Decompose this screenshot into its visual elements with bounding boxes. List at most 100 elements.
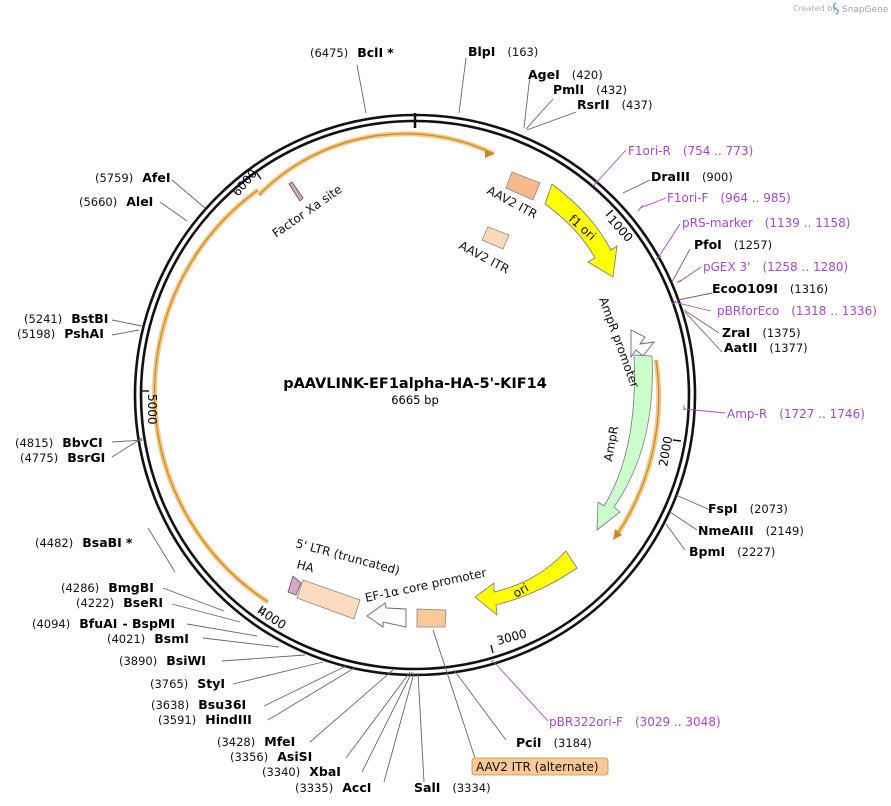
site-pos-bsu36i: (3638) (151, 698, 189, 712)
primer-markers (490, 149, 726, 722)
feature-aav2-itr[interactable] (505, 171, 541, 201)
site-pos-bfuai: (4094) (32, 617, 70, 631)
site-pos-rsrii: (437) (622, 98, 653, 112)
site-name-bsiwi: BsiWI (166, 653, 206, 668)
tick-mark-6000 (255, 171, 262, 180)
svg-text:(5660)AleI: (5660)AleI (79, 194, 153, 209)
feature-factor-xa-site[interactable] (288, 181, 304, 202)
site-pos-pcii: (3184) (554, 736, 592, 750)
svg-text:(4222)BseRI: (4222)BseRI (76, 595, 163, 610)
site-name-bstbi: BstBI (71, 311, 108, 326)
site-name-bseri: BseRI (123, 595, 163, 610)
primer-range-prs-marker: (1139 .. 1158) (765, 216, 851, 230)
site-pos-bsabi: (4482) (35, 536, 73, 550)
svg-text:(3356)AsiSI: (3356)AsiSI (230, 749, 312, 764)
svg-text:AatII(1377): AatII(1377) (724, 340, 808, 355)
svg-text:F1ori-R(754 .. 773): F1ori-R(754 .. 773) (628, 144, 753, 158)
tick-label-5000: 5000 (145, 394, 159, 425)
site-pos-bsrgi: (4775) (20, 451, 58, 465)
primer-name-pbrforeco: pBRforEco (717, 304, 779, 318)
orf-track-left-line (153, 189, 269, 603)
svg-text:Amp-R(1727 .. 1746): Amp-R(1727 .. 1746) (727, 407, 865, 421)
tick-mark-2000 (672, 439, 682, 442)
svg-text:FspI(2073): FspI(2073) (708, 501, 788, 516)
leader-aav2-itr-alternate (432, 629, 476, 759)
site-star-bsabi: * (126, 535, 133, 550)
svg-text:SalI(3334): SalI(3334) (414, 780, 491, 795)
site-extra-bfuai: - BspMI (122, 616, 175, 631)
site-name-bcli: BclI (357, 45, 383, 60)
label-ampr: AmpR (601, 425, 621, 463)
svg-text:(3890)BsiWI: (3890) BsiWI (119, 653, 206, 668)
site-pos-zrai: (1375) (762, 326, 800, 340)
site-name-rsrii: RsrII (577, 97, 610, 112)
site-name-bpmi: BpmI (689, 544, 725, 559)
site-pos-pfoi: (1257) (734, 238, 772, 252)
orf-track-top-line (258, 133, 495, 196)
svg-text:(3638)Bsu36I: (3638) Bsu36I (151, 697, 246, 712)
orf-top-arrowhead-icon (485, 149, 494, 158)
feature-orange-small[interactable] (416, 608, 447, 628)
primer-range-pbr322ori-f: (3029 .. 3048) (635, 715, 721, 729)
feature-ampr[interactable] (596, 354, 653, 531)
svg-text:(4815)BbvCI: (4815) BbvCI (15, 435, 103, 450)
feature-aav2-itr-2[interactable] (481, 226, 510, 250)
primer-name-pbr322ori-f: pBR322ori-F (549, 715, 623, 729)
label-ha: HA (295, 557, 316, 575)
site-name-bfuai: BfuAI (79, 616, 117, 631)
tick-mark-3000 (490, 644, 494, 654)
primer-name-pgex-3: pGEX 3' (703, 260, 750, 274)
site-pos-alei: (5660) (79, 195, 117, 209)
site-name-agei: AgeI (528, 67, 560, 82)
svg-text:BpmI(2227): BpmI(2227) (689, 544, 775, 559)
site-pos-styi: (3765) (150, 677, 188, 691)
svg-text:ZraI(1375): ZraI(1375) (722, 325, 801, 340)
svg-text:AgeI(420): AgeI(420) (528, 67, 603, 82)
site-name-blpi: BlpI (468, 44, 495, 59)
site-name-bbvci: BbvCI (62, 435, 102, 450)
site-star-bcli: * (387, 45, 394, 60)
svg-text:PfoI(1257): PfoI (1257) (694, 237, 772, 252)
aav2-itr-alternate-box[interactable] (471, 757, 609, 776)
svg-text:(3340)XbaI: (3340)XbaI (262, 764, 341, 779)
site-pos-bbvci: (4815) (15, 436, 53, 450)
feature-ampr-promoter[interactable] (630, 329, 656, 359)
site-pos-bcli: (6475) (310, 46, 348, 60)
svg-text:(3428)MfeI: (3428)MfeI (217, 734, 295, 749)
feature-5-ltr-truncated[interactable] (296, 579, 361, 620)
svg-text:RsrII(437): RsrII (437) (577, 97, 652, 112)
svg-text:(5241)BstBI: (5241)BstBI (24, 311, 108, 326)
site-pos-afei: (5759) (95, 171, 133, 185)
orf-track-right-line (615, 359, 660, 537)
snapgene-logo-icon (832, 2, 840, 15)
feature-ori[interactable] (474, 550, 578, 616)
feature-f1-ori[interactable] (544, 183, 618, 278)
site-name-pfoi: PfoI (694, 237, 722, 252)
svg-text:(6475)BclI*: (6475) BclI * (310, 45, 394, 60)
site-name-bsu36i: Bsu36I (198, 697, 246, 712)
site-name-styi: StyI (197, 676, 225, 691)
site-name-acci: AccI (342, 780, 371, 795)
feature-ef1a-core-promoter[interactable] (366, 602, 407, 628)
tick-label-3000: 3000 (495, 626, 528, 647)
svg-text:(4021)BsmI: (4021)BsmI (107, 631, 189, 646)
svg-text:PciI(3184): PciI(3184) (516, 735, 592, 750)
site-name-bsabi: BsaBI (82, 535, 122, 550)
svg-text:PmlI(432): PmlI(432) (553, 82, 627, 97)
aav2-itr-alternate-label: AAV2 ITR (alternate) (476, 760, 599, 774)
plasmid-name: pAAVLINK-EF1alpha-HA-5'-KIF14 (283, 376, 547, 392)
svg-text:EcoO109I(1316): EcoO109I(1316) (712, 281, 828, 296)
site-pos-bmgbi: (4286) (61, 581, 99, 595)
plasmid-size: 6665 bp (391, 393, 439, 407)
orf-right-arrowhead-icon (613, 529, 622, 540)
site-pos-bsiwi: (3890) (119, 654, 157, 668)
primer-labels: F1ori-R(754 .. 773) F1ori-F(964 .. 985) … (549, 144, 877, 729)
site-name-bmgbi: BmgBI (108, 580, 154, 595)
feature-ha[interactable] (287, 575, 302, 596)
site-name-nmeaiii: NmeAIII (698, 523, 754, 538)
tick-mark-4000 (257, 605, 264, 614)
svg-text:(3765)StyI: (3765) StyI (150, 676, 225, 691)
site-pos-ecoo109i: (1316) (790, 282, 828, 296)
primer-range-pbrforeco: (1318 .. 1336) (791, 304, 877, 318)
